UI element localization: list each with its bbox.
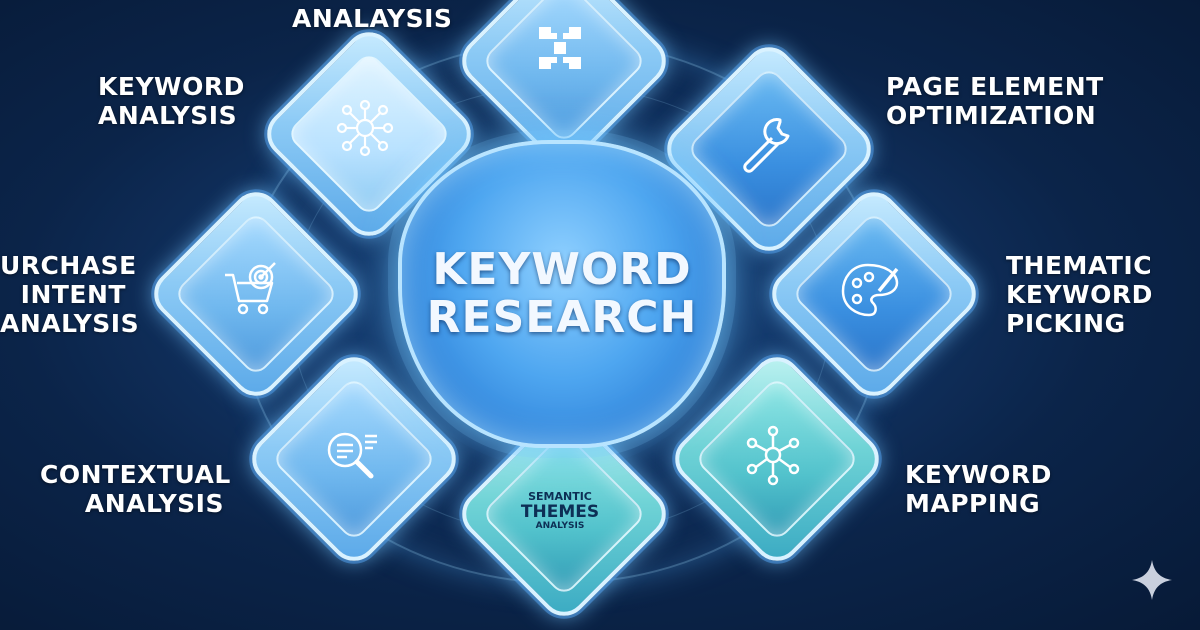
label-upper-right: PAGE ELEMENT OPTIMIZATION [886,72,1104,130]
wrench-icon [730,108,800,178]
sparkle-icon [1130,558,1174,602]
magnifier-document-icon [315,420,385,490]
network-nodes-icon [330,93,400,163]
palette-icon [835,255,905,325]
label-left: URCHASE INTENT ANALYSIS [0,251,140,338]
label-upper-left: KEYWORD ANALYSIS [98,72,245,130]
semantic-line3: ANALYSIS [535,521,585,531]
label-top: ANALAYSIS [292,4,453,33]
shopping-cart-target-icon [217,255,287,325]
word-cloud-icon: SEMANTIC THEMES ANALYSIS [515,490,605,531]
semantic-line2: THEMES [520,502,600,522]
label-lower-left: CONTEXTUAL ANALYSIS [40,460,231,518]
center-title: KEYWORD RESEARCH [426,244,698,343]
hub-spoke-icon [738,420,808,490]
center-hub: KEYWORD RESEARCH [398,140,726,448]
grid-icon [525,13,595,83]
label-lower-right: KEYWORD MAPPING [905,460,1052,518]
label-right: THEMATIC KEYWORD PICKING [1006,251,1153,338]
semantic-line1: SEMANTIC [528,490,592,503]
